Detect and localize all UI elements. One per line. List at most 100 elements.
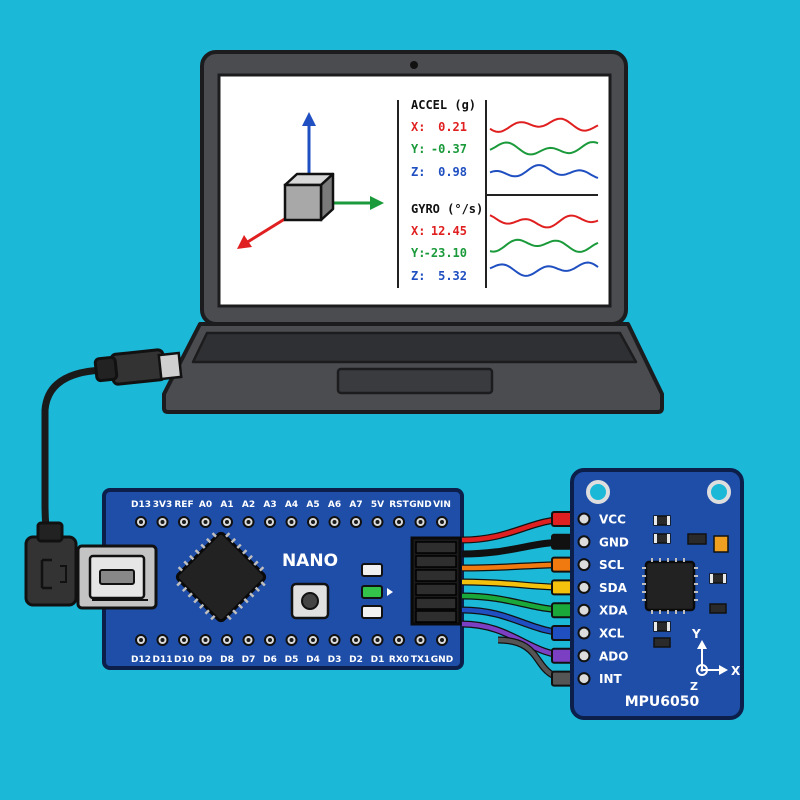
- jumper-wires: [461, 511, 573, 687]
- accel-title: ACCEL (g): [411, 98, 476, 112]
- laptop: ACCEL (g) X: 0.21 Y: -0.37 Z: 0.98 GYRO …: [162, 50, 664, 414]
- accel-y-value: -0.37: [431, 142, 467, 156]
- mini-usb-plug: [24, 535, 78, 607]
- nano-top-pin-center: [246, 520, 251, 524]
- mpu-pin-label: GND: [599, 535, 629, 549]
- wire-connector: [551, 556, 573, 573]
- nano-bottom-pin-center: [139, 638, 143, 642]
- accel-z-axis-label: Z:: [411, 165, 425, 179]
- mpu-chip: [644, 560, 696, 612]
- nano-top-pin-label: RST: [389, 500, 409, 510]
- nano-top-pin-label: GND: [409, 500, 431, 510]
- nano-top-pin-center: [332, 520, 337, 524]
- waveform-line: [489, 141, 599, 156]
- nano-top-pin-label: REF: [174, 500, 193, 510]
- wire-connector: [551, 647, 573, 664]
- keyboard-area: [191, 331, 638, 364]
- y-axis-arrow-icon: [370, 196, 384, 210]
- nano-bottom-pin-label: D3: [328, 655, 342, 665]
- waveform-line: [489, 214, 599, 229]
- mounting-hole: [586, 480, 610, 504]
- nano-top-pin-center: [440, 520, 444, 524]
- nano-top-pin-center: [418, 520, 423, 524]
- axis-x-label: X: [731, 664, 741, 678]
- nano-top-pin-label: A4: [285, 500, 298, 510]
- gyro-title: GYRO (°/s): [411, 202, 483, 216]
- nano-bottom-pin-center: [332, 638, 337, 642]
- nano-bottom-pin-center: [246, 638, 251, 642]
- wire-connector: [551, 533, 573, 550]
- mpu-pin-hole: [577, 512, 591, 526]
- nano-bottom-pin-center: [397, 638, 401, 642]
- nano-top-pin-label: A5: [306, 500, 319, 510]
- nano-top-pin-center: [311, 520, 315, 524]
- nano-top-pin-center: [182, 520, 186, 524]
- signal-waveforms: [489, 117, 599, 277]
- mounting-hole: [707, 480, 731, 504]
- nano-top-pin-label: A1: [220, 500, 233, 510]
- waveform-line: [489, 261, 599, 277]
- accel-y-axis-label: Y:: [411, 142, 425, 156]
- mpu-pin-hole: [577, 580, 591, 594]
- nano-top-pin-center: [397, 520, 401, 524]
- gyro-x-axis-label: X:: [411, 224, 425, 238]
- nano-bottom-pin-center: [289, 638, 294, 642]
- mpu-pin-label: INT: [599, 672, 623, 686]
- axis-y-label: Y: [691, 627, 701, 641]
- usb-a-plug: [109, 348, 167, 386]
- nano-top-pin-center: [375, 520, 380, 524]
- waveform-line: [489, 238, 599, 253]
- nano-title: NANO: [282, 551, 338, 571]
- wire-connector: [551, 670, 573, 687]
- mpu-title: MPU6050: [625, 694, 700, 710]
- wire-connector: [551, 579, 573, 596]
- z-axis-arrow-icon: [302, 112, 316, 126]
- nano-bottom-pin-label: D4: [306, 655, 320, 665]
- nano-bottom-pin-center: [375, 638, 380, 642]
- mpu-pin-label: XDA: [599, 604, 628, 618]
- nano-bottom-pin-center: [268, 638, 272, 642]
- x-axis-arrow-icon: [237, 235, 252, 249]
- nano-bottom-pin-label: RX0: [389, 655, 409, 665]
- usb-cable: [24, 348, 183, 607]
- nano-bottom-pin-label: D12: [131, 655, 151, 665]
- nano-top-pin-label: A6: [328, 500, 341, 510]
- nano-bottom-pin-center: [440, 638, 444, 642]
- gyro-x-value: 12.45: [431, 224, 467, 238]
- nano-top-pin-label: VIN: [433, 500, 451, 510]
- nano-top-pin-center: [354, 520, 358, 524]
- mpu-pin-label: ADO: [599, 649, 628, 663]
- mpu-pin-hole: [577, 535, 591, 549]
- mpu-pin-label: SDA: [599, 581, 628, 595]
- mpu-pin-hole: [577, 558, 591, 572]
- nano-bottom-pin-center: [418, 638, 423, 642]
- gyro-z-axis-label: Z:: [411, 269, 425, 283]
- nano-bottom-pin-center: [203, 638, 208, 642]
- nano-top-pin-label: 3V3: [153, 500, 173, 510]
- accel-x-axis-label: X:: [411, 120, 425, 134]
- axis-y-arrow-icon: [697, 640, 707, 649]
- gyro-z-value: 5.32: [438, 269, 467, 283]
- nano-bottom-pin-label: D1: [371, 655, 385, 665]
- nano-bottom-pin-label: D10: [174, 655, 194, 665]
- mpu-pin-label: SCL: [599, 558, 624, 572]
- nano-bottom-pin-center: [311, 638, 315, 642]
- mpu-pin-hole: [577, 626, 591, 640]
- nano-top-pin-label: A0: [199, 500, 212, 510]
- nano-top-pin-label: D13: [131, 500, 151, 510]
- microcontroller-chip: [175, 531, 267, 623]
- nano-top-pin-label: A2: [242, 500, 255, 510]
- nano-top-pin-center: [225, 520, 229, 524]
- nano-top-pin-center: [289, 520, 294, 524]
- mpu-pin-hole: [577, 603, 591, 617]
- nano-bottom-pin-center: [354, 638, 358, 642]
- capacitor: [713, 535, 729, 553]
- gyro-y-axis-label: Y:: [411, 246, 425, 260]
- waveform-line: [489, 164, 599, 179]
